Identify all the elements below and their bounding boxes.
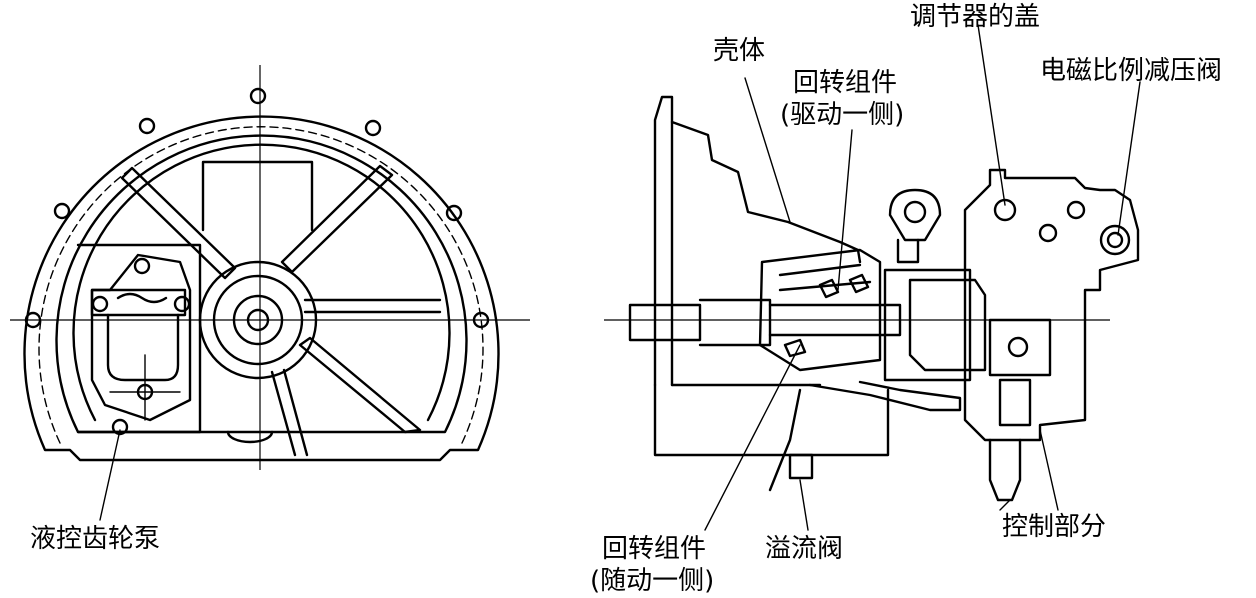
label-rotary-drive-line1: 回转组件 bbox=[793, 68, 898, 98]
drive-shaft bbox=[628, 303, 702, 342]
gear-pump-body bbox=[76, 243, 202, 434]
label-regulator-cover: 调节器的盖 bbox=[910, 2, 1041, 32]
housing-outline bbox=[653, 95, 862, 387]
relief-valve bbox=[768, 380, 962, 492]
outer-flange bbox=[23, 115, 500, 462]
inner-rim bbox=[72, 143, 451, 422]
label-relief-valve: 溢流阀 bbox=[765, 534, 844, 564]
label-rotary-follow-line2: (随动一侧) bbox=[590, 566, 715, 596]
rotary-group bbox=[758, 248, 972, 382]
label-rotary-drive-line2: (驱动一侧) bbox=[780, 100, 905, 130]
label-rotary-follow-line1: 回转组件 bbox=[602, 534, 707, 564]
bottom-notch bbox=[226, 430, 274, 444]
central-hub bbox=[198, 260, 318, 380]
label-solenoid-valve: 电磁比例减压阀 bbox=[1040, 56, 1223, 86]
bolt-holes bbox=[24, 87, 490, 436]
lifting-eye bbox=[888, 188, 942, 264]
label-control-part: 控制部分 bbox=[1002, 512, 1107, 542]
housing-bottom bbox=[653, 383, 890, 457]
adjuster-block bbox=[908, 278, 987, 372]
spokes bbox=[120, 164, 442, 457]
inner-housing-wall bbox=[55, 134, 468, 434]
label-housing: 壳体 bbox=[713, 36, 766, 66]
regulator-body bbox=[963, 168, 1140, 442]
bolt-circle bbox=[38, 126, 484, 444]
leader-gear-pump bbox=[99, 429, 121, 521]
side-view bbox=[604, 24, 1141, 531]
control-plug bbox=[988, 438, 1022, 502]
label-gear-pump: 液控齿轮泵 bbox=[30, 524, 161, 554]
front-view bbox=[10, 65, 530, 521]
leader-lines bbox=[704, 24, 1141, 531]
top-boss bbox=[201, 160, 314, 232]
